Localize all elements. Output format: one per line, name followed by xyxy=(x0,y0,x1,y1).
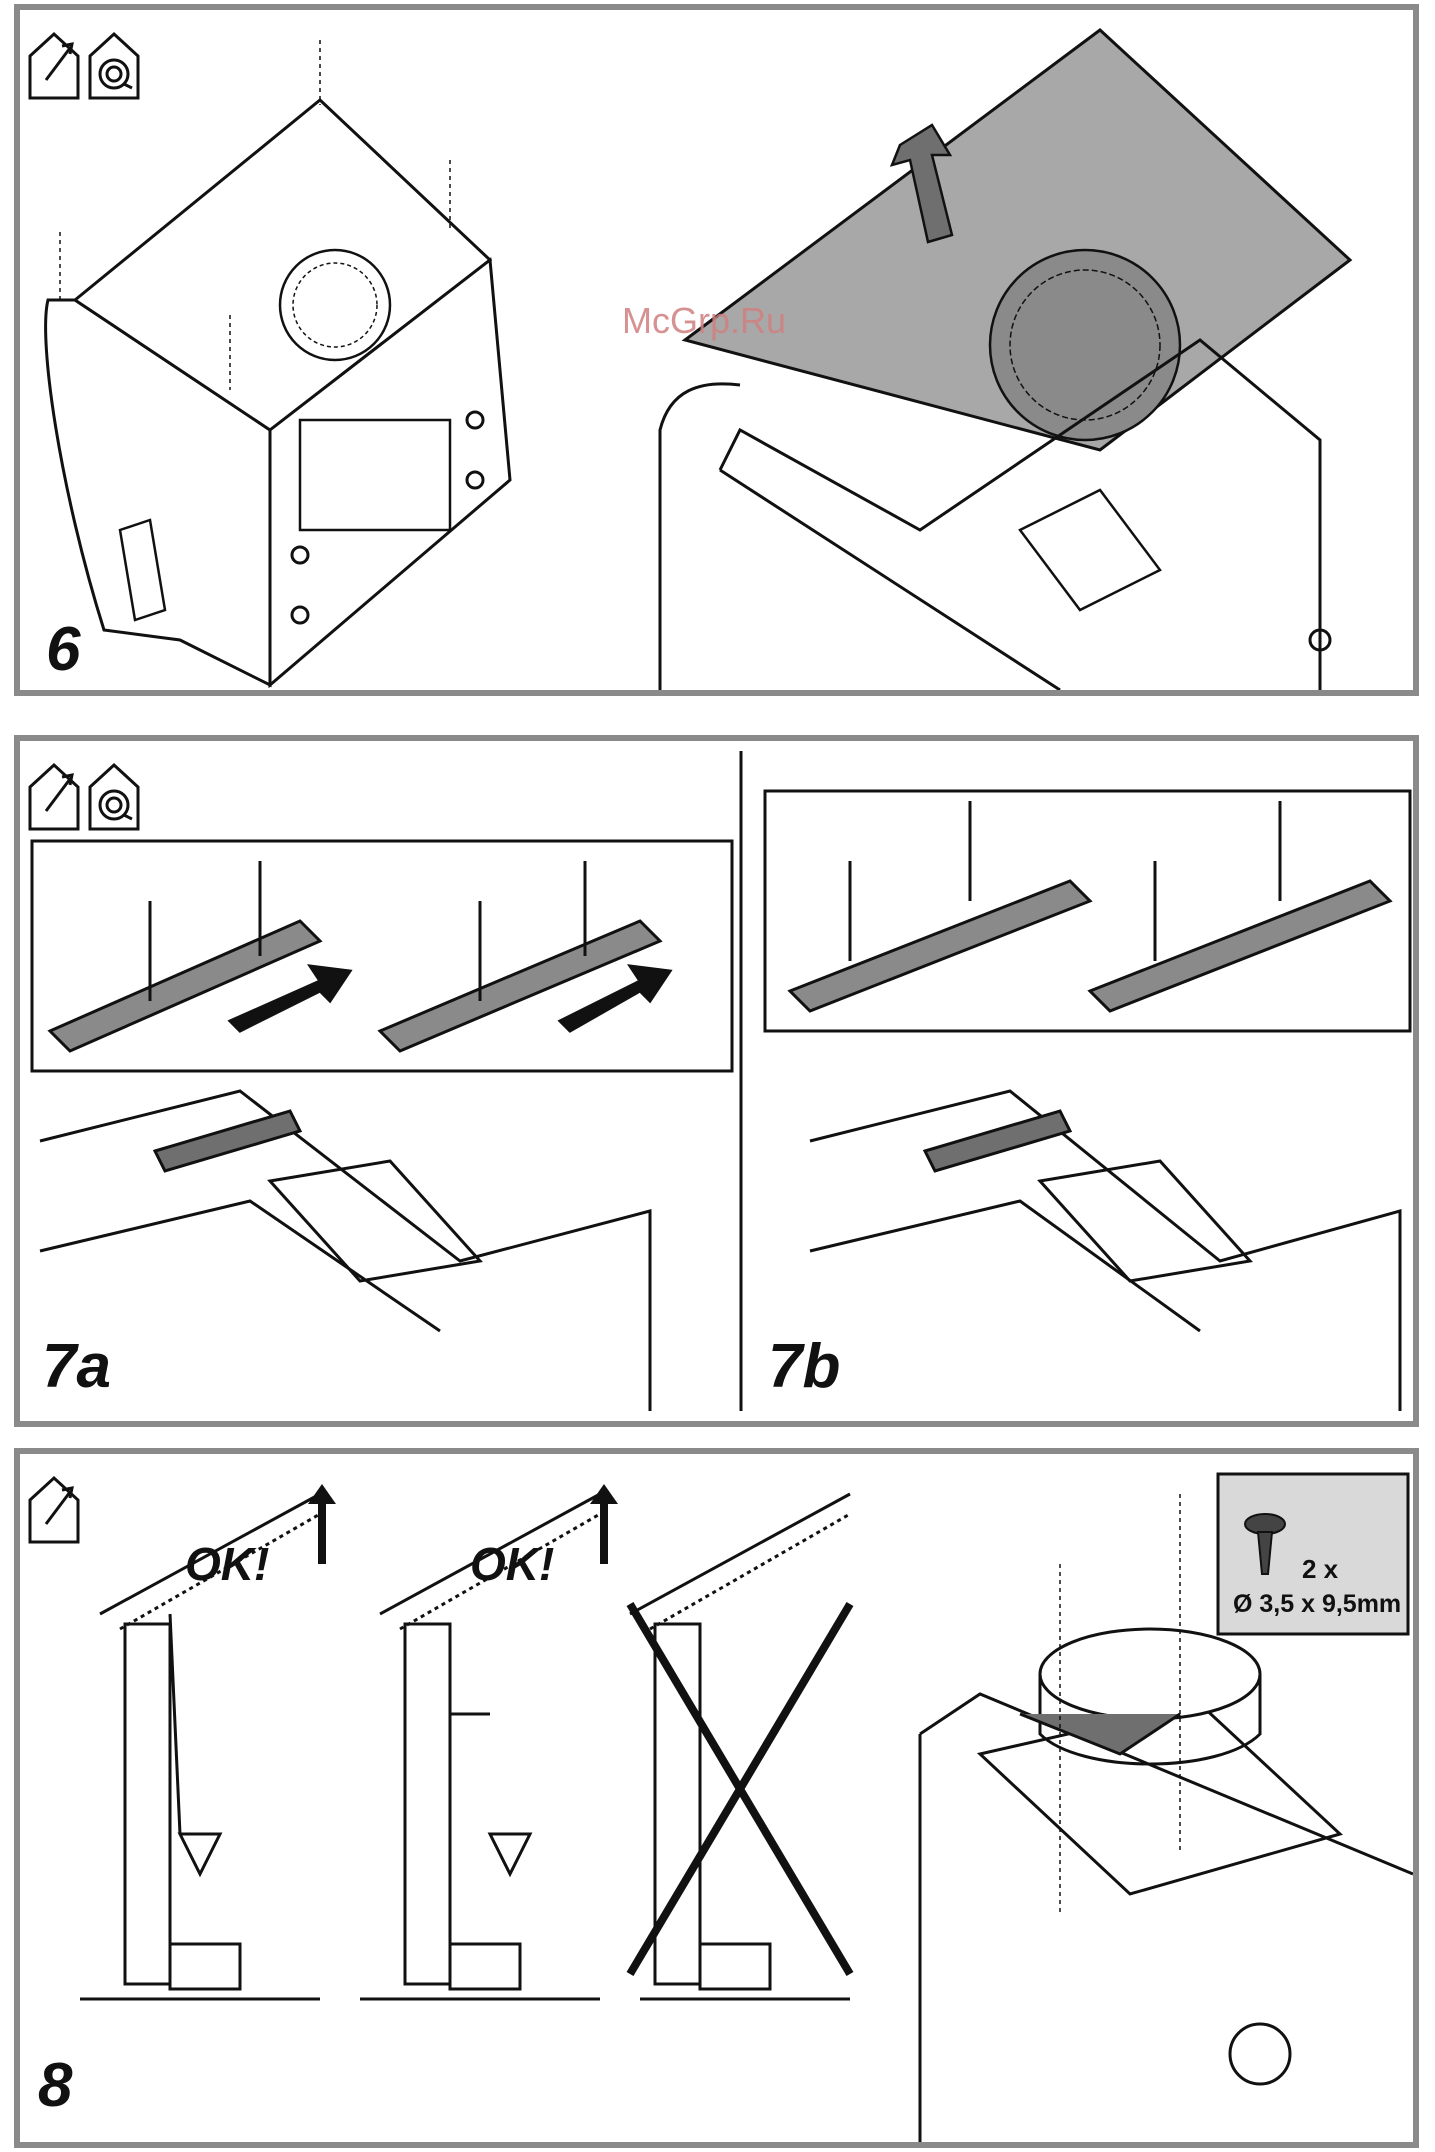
ok-label-wall: OK! xyxy=(470,1537,554,1591)
recirculation-icon xyxy=(90,34,138,98)
duct-exhaust-icon xyxy=(30,1478,78,1542)
watermark-text: McGrp.Ru xyxy=(622,300,786,342)
hood-top-7a xyxy=(40,1091,650,1411)
step-7-panel: 7a 7b xyxy=(14,735,1419,1427)
duct-exhaust-icon xyxy=(30,765,78,829)
step-number-8: 8 xyxy=(38,2050,72,2121)
step-6-panel: 6 xyxy=(14,4,1419,696)
step-7-illustration xyxy=(20,741,1413,1421)
incorrect-vent-crossed xyxy=(630,1494,850,1999)
detail-7a-box xyxy=(32,841,732,1071)
ok-label-chimney: OK! xyxy=(185,1537,269,1591)
step-number-7a: 7a xyxy=(42,1331,111,1402)
cover-panel-lifted xyxy=(685,30,1350,450)
duct-exhaust-icon xyxy=(30,34,78,98)
detail-7b-box xyxy=(765,791,1410,1031)
hood-unit-underside xyxy=(46,40,510,685)
step-number-7b: 7b xyxy=(768,1331,840,1402)
up-arrow-icon xyxy=(308,1484,618,1564)
recirculation-icon xyxy=(90,765,138,829)
screw-size: Ø 3,5 x 9,5mm xyxy=(1233,1590,1401,1619)
hood-top-7b xyxy=(810,1091,1400,1411)
step-number-6: 6 xyxy=(46,614,80,685)
screw-quantity: 2 x xyxy=(1302,1554,1338,1585)
step-8-panel: OK! OK! 2 x Ø 3,5 x 9,5mm 8 xyxy=(14,1448,1419,2148)
step-6-illustration xyxy=(20,10,1413,690)
